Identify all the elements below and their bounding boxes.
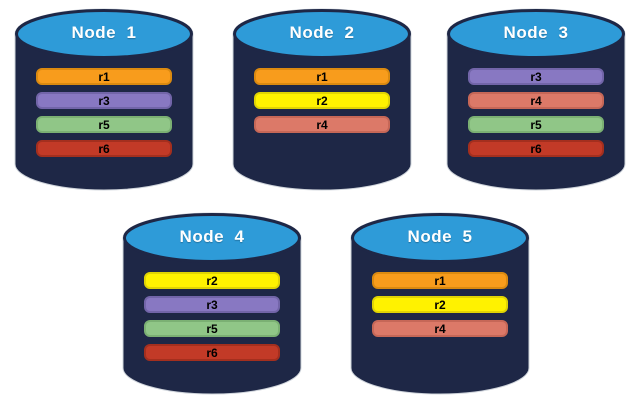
replica-bar-r4: r4 [254, 116, 390, 133]
replica-label: r5 [530, 117, 542, 132]
replica-label: r4 [316, 117, 328, 132]
replica-label: r2 [206, 273, 218, 288]
replica-label: r6 [206, 345, 218, 360]
cylinder-top [351, 213, 529, 263]
database-node: Node 1 r1 r3 r5 r6 [14, 8, 194, 192]
replica-label: r3 [530, 69, 542, 84]
replica-label: r1 [98, 69, 110, 84]
replica-bar-r2: r2 [144, 272, 280, 289]
replica-label: r4 [434, 321, 446, 336]
replica-bar-list: r2 r3 r5 r6 [144, 272, 280, 368]
replica-label: r2 [434, 297, 446, 312]
replica-bar-r6: r6 [144, 344, 280, 361]
replica-bar-list: r1 r2 r4 [254, 68, 390, 140]
node-title: Node 5 [407, 227, 473, 246]
replica-label: r5 [206, 321, 218, 336]
replica-bar-r5: r5 [144, 320, 280, 337]
node-title: Node 1 [71, 23, 137, 42]
replica-bar-r3: r3 [36, 92, 172, 109]
cylinder-top [15, 9, 193, 59]
database-node: Node 4 r2 r3 r5 r6 [122, 212, 302, 396]
database-node: Node 2 r1 r2 r4 [232, 8, 412, 192]
replica-label: r1 [316, 69, 328, 84]
replica-bar-list: r3 r4 r5 r6 [468, 68, 604, 164]
replica-bar-r2: r2 [372, 296, 508, 313]
database-node: Node 5 r1 r2 r4 [350, 212, 530, 396]
replica-bar-list: r1 r2 r4 [372, 272, 508, 344]
replica-bar-r5: r5 [36, 116, 172, 133]
replica-bar-r6: r6 [36, 140, 172, 157]
replica-bar-r1: r1 [36, 68, 172, 85]
replica-label: r5 [98, 117, 110, 132]
replica-label: r6 [530, 141, 542, 156]
replica-bar-r6: r6 [468, 140, 604, 157]
replica-bar-r4: r4 [468, 92, 604, 109]
replica-label: r2 [316, 93, 328, 108]
replica-bar-r3: r3 [144, 296, 280, 313]
replica-label: r3 [98, 93, 110, 108]
replica-bar-r5: r5 [468, 116, 604, 133]
replica-bar-r1: r1 [372, 272, 508, 289]
node-title: Node 2 [289, 23, 355, 42]
database-node: Node 3 r3 r4 r5 r6 [446, 8, 626, 192]
replica-bar-list: r1 r3 r5 r6 [36, 68, 172, 164]
replica-label: r1 [434, 273, 446, 288]
node-title: Node 4 [179, 227, 245, 246]
replica-label: r3 [206, 297, 218, 312]
replica-label: r4 [530, 93, 542, 108]
cylinder-top [447, 9, 625, 59]
replica-bar-r4: r4 [372, 320, 508, 337]
cylinder-top [233, 9, 411, 59]
replica-bar-r1: r1 [254, 68, 390, 85]
replica-label: r6 [98, 141, 110, 156]
replica-bar-r2: r2 [254, 92, 390, 109]
cylinder-top [123, 213, 301, 263]
replica-bar-r3: r3 [468, 68, 604, 85]
node-title: Node 3 [503, 23, 569, 42]
